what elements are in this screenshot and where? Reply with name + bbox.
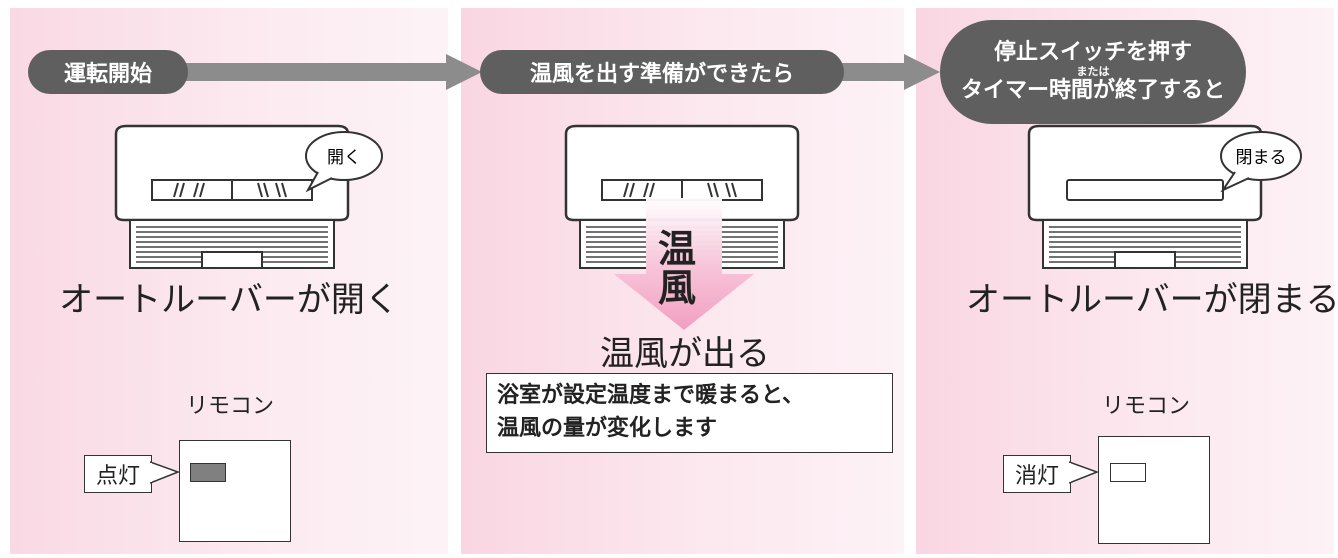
- remote-title-2: リモコン: [1102, 394, 1191, 419]
- step-1-label: 運転開始: [28, 50, 188, 94]
- note-line-2: 温風の量が変化します: [497, 416, 718, 441]
- louver-closed-bubble-text: 閉まる: [1236, 148, 1287, 168]
- step-2-label: 温風を出す準備ができたら: [480, 50, 844, 94]
- lamp-pointer-1: [150, 461, 181, 484]
- lamp-label-on: 点灯: [84, 455, 152, 493]
- indicator-lamp-off: [1110, 463, 1146, 482]
- warm-air-text-top: 温: [658, 227, 697, 271]
- warm-air-text-bottom: 風: [658, 266, 697, 310]
- step-3-caption: オートルーバーが閉まる: [966, 280, 1338, 320]
- heater-unit-open-1: 開く: [114, 124, 383, 269]
- lamp-label-off: 消灯: [1003, 455, 1071, 493]
- step-3-label: 停止スイッチを押す または タイマー時間が終了すると: [940, 20, 1246, 124]
- flow-arrow-2-shaft: [836, 63, 906, 81]
- heater-unit-closed: 閉まる: [1027, 124, 1302, 269]
- remote-panel-2: [1098, 436, 1210, 544]
- step-1-caption: オートルーバーが開く: [59, 280, 399, 320]
- step-3-label-line2: または: [1076, 64, 1110, 78]
- flow-arrow-1-shaft: [180, 63, 446, 81]
- flow-arrow-1-head: [446, 54, 482, 90]
- temperature-note: 浴室が設定温度まで暖まると、 温風の量が変化します: [486, 373, 893, 453]
- warm-air-arrow: [614, 198, 754, 330]
- flow-arrow-2-head: [904, 54, 940, 90]
- remote-panel-1: [179, 440, 291, 542]
- louver-open-bubble-text: 開く: [327, 148, 361, 168]
- indicator-lamp-on: [190, 463, 226, 482]
- step-3-label-line1: 停止スイッチを押す: [993, 40, 1192, 66]
- remote-title-1: リモコン: [186, 394, 275, 419]
- step-3-label-line3: タイマー時間が終了すると: [960, 78, 1225, 104]
- step-2-caption: 温風が出る: [600, 334, 770, 374]
- lamp-pointer-2: [1069, 461, 1100, 484]
- note-line-1: 浴室が設定温度まで暖まると、: [497, 383, 805, 408]
